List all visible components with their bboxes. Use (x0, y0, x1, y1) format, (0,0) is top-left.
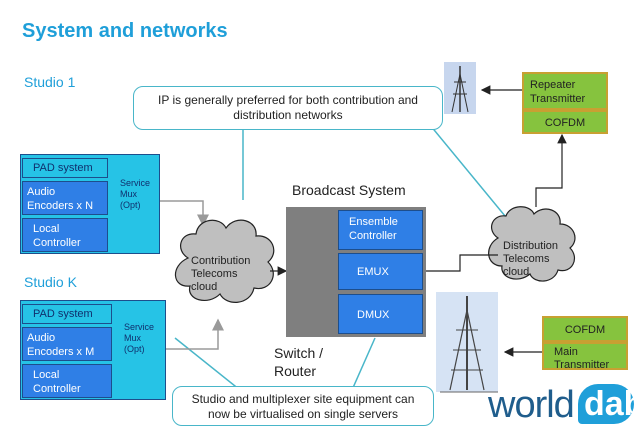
studiok-pad-system: PAD system (22, 304, 112, 324)
callout-pointer-studio (174, 337, 241, 391)
distribution-cloud-label: Distribution Telecoms cloud (503, 240, 558, 279)
studiok-audio-encoders: Audio Encoders x M (22, 327, 112, 361)
studiok-label: Studio K (24, 274, 77, 290)
studiok-local-line1: Local (33, 369, 60, 381)
broadcast-system-label: Broadcast System (292, 182, 406, 198)
studio1-mux-line2: Mux (120, 189, 138, 199)
studiok-local-controller: Local Controller (22, 364, 112, 398)
studio1-label: Studio 1 (24, 74, 76, 90)
logo-dab-badge (578, 384, 634, 424)
logo-dab-text: dab (584, 385, 638, 423)
callout-ip-preferred: IP is generally preferred for both contr… (133, 86, 443, 130)
arrow-emux-to-distribution (424, 254, 498, 272)
callout-top-line2: distribution networks (233, 108, 343, 122)
contribution-cloud-label: Contribution Telecoms cloud (191, 255, 250, 294)
studio1-pad-system: PAD system (22, 158, 108, 178)
switch-router-label: Switch / Router (274, 344, 323, 380)
arrow-to-repeater (535, 133, 567, 207)
studio1-audio-line1: Audio (27, 186, 56, 198)
studio1-mux-line3: (Opt) (120, 200, 141, 210)
studiok-audio-line1: Audio (27, 332, 56, 344)
callout-bottom-line2: now be virtualised on single servers (207, 407, 399, 421)
emux-box: EMUX (338, 253, 423, 290)
studio1-audio-line2: Encoders x N (27, 200, 94, 212)
contribution-line1: Contribution (191, 255, 251, 267)
repeater-tower-icon (444, 62, 476, 114)
studiok-mux-line1: Service (124, 322, 155, 332)
ensemble-controller: Ensemble Controller (338, 210, 423, 250)
dmux-box: DMUX (338, 294, 423, 334)
main-cofdm: COFDM (542, 316, 628, 342)
contribution-line3: cloud (191, 281, 218, 293)
repeater-line1: Repeater (530, 79, 576, 91)
studio1-local-line2: Controller (33, 237, 81, 249)
repeater-transmitter: Repeater Transmitter (522, 72, 608, 110)
studio1-audio-encoders: Audio Encoders x N (22, 181, 108, 215)
logo-world-text: world (488, 384, 575, 426)
main-tower-icon (436, 292, 498, 393)
distribution-line3: cloud (503, 266, 530, 278)
distribution-cloud-shape (488, 206, 576, 282)
studiok-mux-line3: (Opt) (124, 344, 145, 354)
repeater-line2: Transmitter (530, 93, 586, 105)
contribution-line2: Telecoms (191, 268, 238, 280)
ensemble-line2: Controller (349, 230, 397, 242)
studio1-local-line1: Local (33, 223, 60, 235)
callout-bottom-line1: Studio and multiplexer site equipment ca… (191, 392, 415, 406)
page-title: System and networks (22, 20, 228, 42)
callout-virtualised: Studio and multiplexer site equipment ca… (172, 386, 434, 426)
callout-pointer-mux (351, 337, 376, 391)
studiok-audio-line2: Encoders x M (27, 346, 95, 358)
studio1-service-mux: Service Mux (Opt) (120, 178, 150, 211)
callout-top-line1: IP is generally preferred for both contr… (158, 93, 418, 107)
main-line2: Transmitter (554, 359, 610, 370)
switch-line2: Router (274, 363, 317, 379)
studio1-mux-line1: Service (120, 178, 151, 188)
studio1-local-controller: Local Controller (22, 218, 108, 252)
callout-pointer-distribution (429, 124, 511, 223)
main-transmitter: Main Transmitter (542, 342, 628, 370)
studiok-service-mux: Service Mux (Opt) (124, 322, 154, 355)
contribution-cloud-shape (174, 219, 275, 303)
arrow-studiok-to-cloud (166, 318, 224, 350)
studiok-mux-line2: Mux (124, 333, 142, 343)
repeater-cofdm: COFDM (522, 110, 608, 134)
switch-line1: Switch / (274, 345, 324, 361)
arrow-studio1-to-cloud (160, 200, 209, 227)
studiok-local-line2: Controller (33, 383, 81, 395)
ensemble-line1: Ensemble (349, 216, 398, 228)
main-line1: Main (554, 346, 578, 358)
distribution-line1: Distribution (503, 240, 559, 252)
distribution-line2: Telecoms (503, 253, 550, 265)
